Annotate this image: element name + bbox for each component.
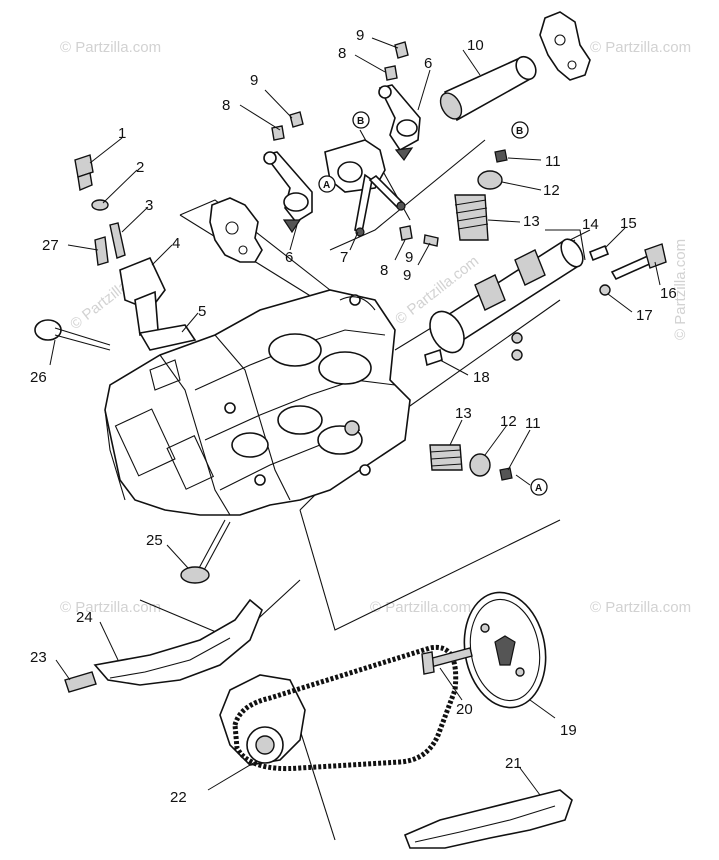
- callout-number: 21: [505, 755, 522, 772]
- cylinder-head: [104, 289, 411, 516]
- callout-number: 15: [620, 215, 637, 232]
- callout-number: 12: [500, 413, 517, 430]
- callout-number: 6: [424, 55, 432, 72]
- callout-number: 8: [338, 45, 346, 62]
- rocker-arm-left: [263, 151, 313, 234]
- callout-number: 7: [340, 249, 348, 266]
- callout-number: 27: [42, 237, 59, 254]
- ref-marker-a: [530, 478, 548, 496]
- watermark: © Partzilla.com: [590, 599, 691, 616]
- cam-sprocket: [463, 591, 547, 709]
- callout-number: 23: [30, 649, 47, 666]
- left-fasteners: [34, 154, 197, 351]
- callout-number: 1: [118, 125, 126, 142]
- callout-number: 12: [543, 182, 560, 199]
- valve-cover-bracket: [209, 197, 263, 263]
- callout-number: 13: [455, 405, 472, 422]
- ref-marker-label: A: [323, 180, 330, 191]
- ref-marker-label: B: [516, 126, 523, 137]
- callout-number: 2: [136, 159, 144, 176]
- ref-marker-label: A: [535, 483, 542, 494]
- timing-chain: [232, 644, 459, 772]
- leader-lines: [49, 37, 661, 796]
- camshaft: [429, 229, 586, 361]
- callout-number: 8: [222, 97, 230, 114]
- bolt-20: [421, 647, 473, 675]
- valve-25: [180, 519, 231, 584]
- ref-marker-b: [352, 111, 370, 129]
- callout-number: 22: [170, 789, 187, 806]
- callout-number: 9: [403, 267, 411, 284]
- callout-number: 19: [560, 722, 577, 739]
- callout-number: 3: [145, 197, 153, 214]
- callout-number: 25: [146, 532, 163, 549]
- valve-spring-set-lower: [429, 444, 513, 481]
- rocker-bracket: [539, 11, 591, 81]
- valve-spring-set-upper: [454, 149, 508, 241]
- rocker-arm-upper: [378, 84, 421, 162]
- ref-marker-label: B: [357, 116, 364, 127]
- callout-number: 9: [405, 249, 413, 266]
- watermark: © Partzilla.com: [370, 599, 471, 616]
- watermark: © Partzilla.com: [60, 39, 161, 56]
- callout-number: 6: [285, 249, 293, 266]
- small-pins: [424, 243, 667, 367]
- callout-number: 20: [456, 701, 473, 718]
- ref-marker-a: [318, 175, 336, 193]
- callout-number: 10: [467, 37, 484, 54]
- callout-number: 9: [250, 72, 258, 89]
- rocker-arm-center: [324, 139, 406, 237]
- reference-markers: A B B A: [318, 111, 548, 496]
- callout-number: 11: [525, 415, 541, 432]
- callout-number: 26: [30, 369, 47, 386]
- watermark: © Partzilla.com: [672, 239, 689, 340]
- callout-number: 5: [198, 303, 206, 320]
- watermark: © Partzilla.com: [590, 39, 691, 56]
- callout-number: 14: [582, 216, 599, 233]
- callout-numbers: 1 2 3 4 5 6 6 7 8 8 8 9 9 9 9 10 11 11 1…: [30, 27, 677, 806]
- drive-sprocket: [219, 674, 306, 766]
- chain-tensioner: [93, 598, 263, 686]
- callout-number: 4: [172, 235, 180, 252]
- callout-number: 11: [545, 153, 561, 170]
- rocker-shaft: [439, 55, 537, 122]
- callout-number: 8: [380, 262, 388, 279]
- callout-number: 24: [76, 609, 93, 626]
- chain-guide: [403, 789, 573, 849]
- watermark: © Partzilla.com: [60, 599, 161, 616]
- callout-number: 13: [523, 213, 540, 230]
- ref-marker-b: [511, 121, 529, 139]
- callout-number: 18: [473, 369, 490, 386]
- adjuster-nuts-screws: [271, 41, 439, 247]
- bolt-23: [64, 671, 97, 693]
- callout-number: 9: [356, 27, 364, 44]
- callout-number: 17: [636, 307, 653, 324]
- callout-number: 16: [660, 285, 677, 302]
